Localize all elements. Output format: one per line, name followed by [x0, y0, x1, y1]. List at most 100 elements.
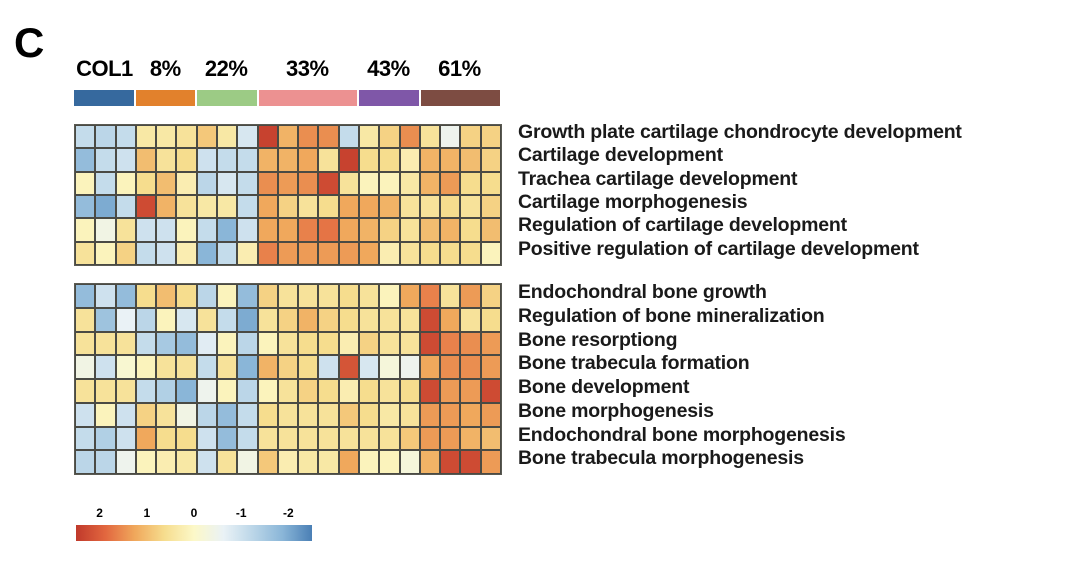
heatmap-cell — [440, 331, 461, 356]
heatmap-cell — [338, 171, 359, 195]
heatmap-cell — [156, 450, 177, 474]
heatmap-cell — [318, 426, 339, 451]
heatmap-cell — [277, 171, 299, 195]
heatmap-cell — [176, 331, 197, 356]
row-label: Bone trabecula formation — [518, 352, 750, 375]
heatmap-cell — [95, 241, 116, 265]
heatmap-cell — [75, 171, 96, 195]
heatmap-cell — [419, 426, 441, 451]
heatmap-cell — [399, 284, 420, 308]
heatmap-cell — [379, 171, 400, 195]
heatmap-cell — [440, 450, 461, 474]
heatmap-cell — [216, 194, 238, 219]
heatmap-cell — [277, 241, 299, 265]
heatmap-cell — [318, 194, 339, 219]
heatmap-cell — [298, 450, 319, 474]
heatmap-cell — [338, 284, 359, 308]
heatmap-cell — [399, 426, 420, 451]
heatmap-cell — [460, 402, 481, 427]
heatmap-cell — [115, 307, 136, 332]
heatmap-row — [75, 379, 501, 403]
heatmap-cell — [298, 125, 319, 149]
heatmap-cell — [318, 148, 339, 172]
heatmap-cell — [440, 379, 461, 403]
heatmap-cell — [419, 402, 441, 427]
heatmap-cell — [257, 218, 278, 242]
heatmap-cell — [237, 355, 258, 379]
heatmap-cell — [75, 148, 96, 172]
heatmap-cell — [480, 402, 501, 427]
legend-gradient-bar — [76, 525, 312, 541]
heatmap-cell — [480, 284, 501, 308]
heatmap-cell — [135, 307, 157, 332]
heatmap-cell — [379, 241, 400, 265]
heatmap-cell — [318, 284, 339, 308]
heatmap-cell — [196, 241, 217, 265]
heatmap-cell — [196, 125, 217, 149]
heatmap-cell — [318, 171, 339, 195]
heatmap-cell — [156, 171, 177, 195]
heatmap-cell — [156, 284, 177, 308]
heatmap-cell — [419, 125, 441, 149]
column-group-label-4: 43% — [367, 56, 410, 81]
heatmap-row — [75, 355, 501, 379]
heatmap-cell — [277, 379, 299, 403]
heatmap-cell — [237, 284, 258, 308]
heatmap-cell — [156, 426, 177, 451]
heatmap-cell — [95, 450, 116, 474]
heatmap-cell — [298, 194, 319, 219]
heatmap-cell — [480, 218, 501, 242]
heatmap-cell — [318, 307, 339, 332]
heatmap-cell — [135, 379, 157, 403]
heatmap-cell — [95, 194, 116, 219]
heatmap-cell — [399, 307, 420, 332]
heatmap-cell — [95, 355, 116, 379]
heatmap-cell — [216, 355, 238, 379]
heatmap-cell — [440, 284, 461, 308]
heatmap-cell — [419, 331, 441, 356]
heatmap-cell — [298, 171, 319, 195]
heatmap-cell — [156, 331, 177, 356]
heatmap-cell — [338, 426, 359, 451]
heatmap-cell — [298, 307, 319, 332]
heatmap-cell — [338, 125, 359, 149]
heatmap-cell — [277, 450, 299, 474]
legend-tick-3: -1 — [235, 506, 247, 520]
heatmap-cell — [237, 148, 258, 172]
heatmap-cell — [379, 426, 400, 451]
heatmap-cell — [216, 331, 238, 356]
heatmap-cell — [480, 148, 501, 172]
heatmap-cell — [257, 450, 278, 474]
heatmap-cell — [75, 450, 96, 474]
heatmap-cell — [115, 241, 136, 265]
heatmap-cell — [480, 241, 501, 265]
legend-tick-0: 2 — [96, 506, 103, 520]
heatmap-cell — [460, 307, 481, 332]
heatmap-cell — [115, 355, 136, 379]
heatmap-cell — [135, 241, 157, 265]
heatmap-cell — [176, 307, 197, 332]
heatmap-cell — [338, 241, 359, 265]
column-group-label-1: 8% — [149, 56, 181, 81]
heatmap-cell — [115, 284, 136, 308]
heatmap-cell — [75, 307, 96, 332]
heatmap-cell — [75, 284, 96, 308]
heatmap-cell — [379, 307, 400, 332]
heatmap-cell — [318, 125, 339, 149]
heatmap-cell — [257, 355, 278, 379]
heatmap-cell — [115, 125, 136, 149]
heatmap-cell — [277, 125, 299, 149]
heatmap-cell — [216, 218, 238, 242]
heatmap-cell — [156, 402, 177, 427]
heatmap-cell — [95, 307, 116, 332]
heatmap-cell — [440, 355, 461, 379]
heatmap-cell — [135, 284, 157, 308]
heatmap-cell — [399, 379, 420, 403]
heatmap-cell — [216, 241, 238, 265]
panel-letter: C — [14, 19, 44, 66]
heatmap-row — [75, 148, 501, 172]
heatmap-cell — [379, 402, 400, 427]
row-label: Cartilage development — [518, 144, 723, 167]
heatmap-cell — [257, 194, 278, 219]
